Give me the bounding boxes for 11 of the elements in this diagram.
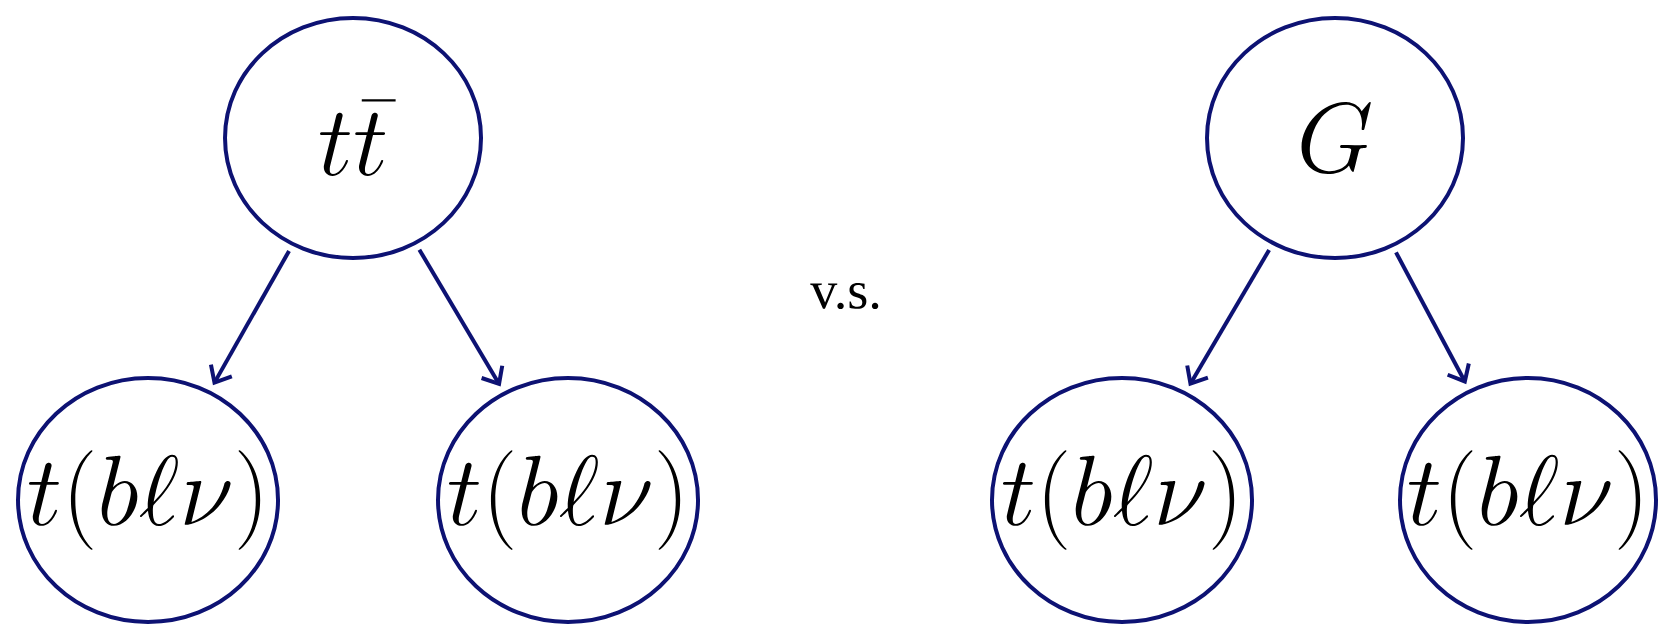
arrow bbox=[208, 249, 291, 386]
circle-node: $t\bar{t}$ bbox=[223, 16, 483, 260]
arrow bbox=[417, 248, 505, 387]
arrow bbox=[1185, 248, 1271, 387]
arrow bbox=[1394, 251, 1471, 385]
circle-node: $t(b\ell\nu)$ bbox=[1398, 376, 1658, 624]
circle-node: $t(b\ell\nu)$ bbox=[990, 376, 1254, 624]
circle-node: $t(b\ell\nu)$ bbox=[16, 376, 280, 624]
circle-node: $t(b\ell\nu)$ bbox=[436, 376, 700, 624]
circle-node: $G$ bbox=[1205, 16, 1465, 260]
label-text: v.s. bbox=[810, 282, 879, 310]
